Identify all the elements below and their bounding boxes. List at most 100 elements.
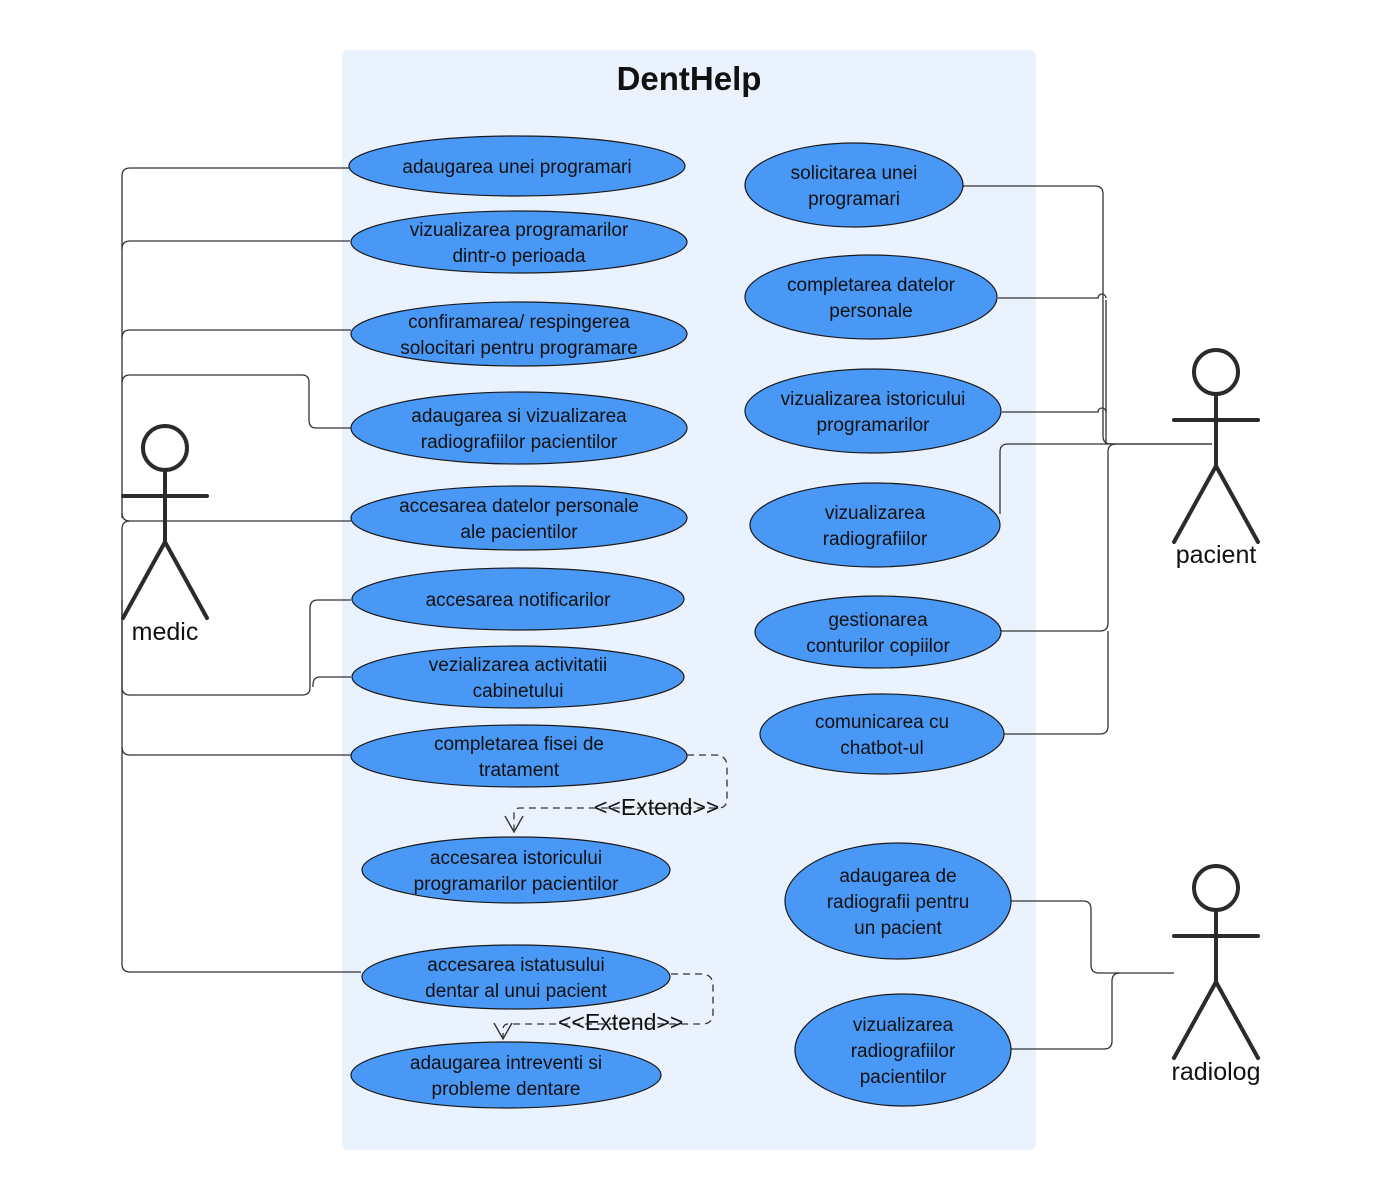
association-line [999,443,1212,514]
use-case-m1: adaugarea unei programari [348,135,686,197]
use-case-text: radiografiilor [851,1041,956,1062]
use-case-text: accesarea datelor personale [399,496,639,517]
use-case-text: pacientilor [860,1067,947,1088]
association-lines [121,167,1212,1050]
actor-label: pacient [1176,541,1257,569]
use-case-m8: completarea fisei de tratament [350,724,688,788]
use-case-ellipse [361,836,671,904]
use-case-m6: accesarea notificarilor [351,567,685,631]
use-case-m7: vezializarea activitatii cabinetului [351,645,685,709]
actor-head [1192,864,1240,912]
use-case-ellipse [361,944,671,1010]
actor-pacient: pacient [1172,348,1260,569]
association-line [312,676,351,687]
use-case-text: confiramarea/ respingerea [408,312,630,333]
use-case-text: completarea fisei de [434,734,604,755]
use-case-text: vezializarea activitatii [429,655,607,676]
use-case-text: programarilor [817,415,931,436]
use-case-text: radiografiilor pacientilor [421,432,618,453]
use-case-text: adaugarea si vizualizarea [411,406,627,427]
use-case-p2: completarea datelor personale [744,254,998,340]
association-line [121,240,350,250]
use-case-text: solocitari pentru programare [400,338,638,359]
use-case-ellipse [744,142,964,228]
use-case-text: programari [808,189,900,210]
use-case-m4: adaugarea si vizualizarea radiografiilor … [350,391,688,465]
extend-label-2: <<Extend>> [558,1009,683,1035]
use-case-text: accesarea istatusului [427,955,604,976]
use-case-ellipse [350,1041,662,1109]
use-case-ellipse [794,993,1012,1107]
use-case-text: tratament [479,760,560,781]
extend-relation-line [513,754,728,830]
use-case-text: comunicarea cu [815,712,949,733]
association-line [1011,972,1121,1050]
association-line [121,747,361,973]
use-case-m3: confiramarea/ respingerea solocitari pent… [350,301,688,367]
association-line [121,167,349,518]
use-case-text: completarea datelor [787,275,956,296]
use-case-m10: accesarea istatusului dentar al unui paci… [361,944,671,1010]
actor-right-leg [1214,980,1260,1060]
use-case-ellipse [744,368,1002,454]
use-case-p1: solicitarea unei programari [744,142,964,228]
use-case-text: dentar al unui pacient [425,981,607,1002]
use-case-ellipse [350,210,688,274]
association-line [998,293,1107,299]
use-case-text: gestionarea [828,610,928,631]
use-case-text: accesarea istoricului [430,848,602,869]
actor-radiolog: radiolog [1172,864,1261,1086]
use-case-text: conturilor copiilor [806,636,950,657]
use-case-text: un pacient [854,918,942,939]
use-case-ellipse [350,391,688,465]
use-case-ellipse [749,482,1001,568]
use-case-ellipse [784,842,1012,960]
use-case-ellipse [744,254,998,340]
use-case-text: vizualizarea [853,1015,954,1036]
use-case-text: adaugarea de [839,866,956,887]
use-case-p3: vizualizarea istoricului programarilor [744,368,1002,454]
association-line [1000,443,1117,632]
use-case-text: cabinetului [473,681,564,702]
association-line [1004,631,1109,735]
use-case-ellipse [350,301,688,367]
system-title: DentHelp [617,60,762,97]
use-case-text: dintr-o perioada [452,246,586,267]
association-line [121,512,351,522]
actor-right-leg [163,540,209,620]
use-case-ellipse [348,135,686,197]
actor-right-leg [1214,464,1260,544]
actor-label: radiolog [1172,1058,1261,1086]
use-case-text: ale pacientilor [460,522,578,543]
extend-label-1: <<Extend>> [594,794,719,820]
use-case-text: accesarea notificarilor [426,590,611,611]
actor-medic: medic [121,424,209,646]
use-case-text: solicitarea unei [791,163,918,184]
use-cases: adaugarea unei programari vizualizarea pr… [348,135,1012,1109]
actor-label: medic [132,618,199,646]
use-case-p5: gestionarea conturilor copiilor [754,595,1002,669]
use-case-m5: accesarea datelor personale ale pacientil… [350,485,688,551]
use-case-r2: vizualizarea radiografiilor pacientilor [794,993,1012,1107]
association-line [121,520,351,696]
extend-relation-line [502,973,714,1038]
use-case-ellipse [351,567,685,631]
use-case-text: probleme dentare [432,1079,581,1100]
use-case-text: adaugarea unei programari [402,157,631,178]
use-case-text: vizualizarea [825,503,926,524]
use-case-text: radiografii pentru [827,892,970,913]
use-case-text: vizualizarea istoricului [781,389,966,410]
use-case-text: programarilor pacientilor [414,874,620,895]
use-case-ellipse [754,595,1002,669]
use-case-ellipse [350,724,688,788]
association-line [121,329,351,339]
use-case-ellipse [351,645,685,709]
use-case-text: personale [829,301,912,322]
association-line [121,374,351,429]
actor-head [141,424,189,472]
